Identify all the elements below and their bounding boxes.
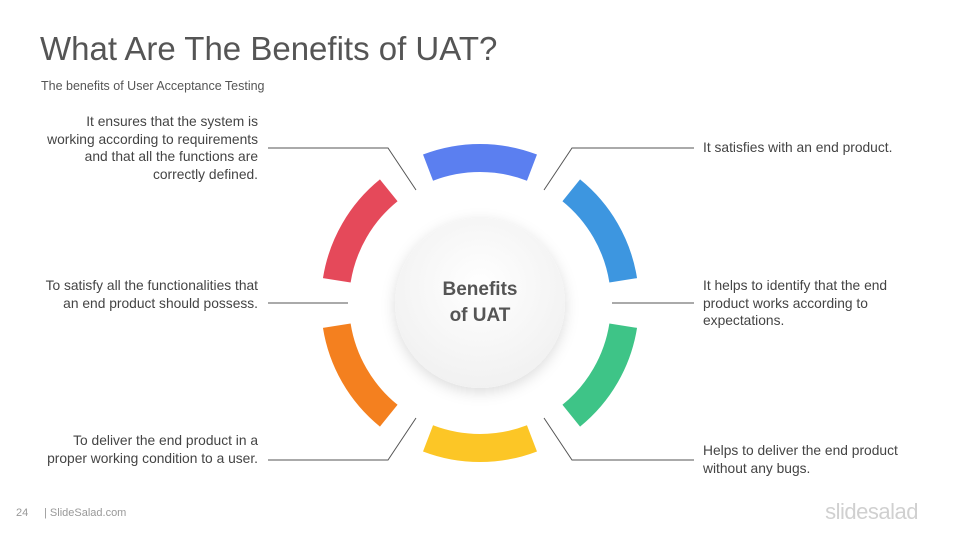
footer-brand: | SlideSalad.com (44, 507, 127, 519)
ring-segments (322, 143, 638, 463)
benefit-middle-left: To satisfy all the functionalities that … (45, 278, 258, 311)
benefit-bottom-left: To deliver the end product in a proper w… (47, 433, 258, 466)
benefit-top-right: It satisfies with an end product. (703, 140, 893, 155)
ring-segment-top-left (322, 179, 398, 283)
ring-segment-top-right (562, 179, 638, 283)
ring-segment-top (423, 143, 537, 181)
slidesalad-logo: slidesalad (825, 499, 918, 524)
center-label-line2: of UAT (449, 305, 511, 326)
center-label-line1: Benefits (442, 279, 518, 300)
ring-segment-bottom-right (562, 323, 638, 427)
benefit-middle-right: It helps to identify that the end produc… (703, 278, 888, 328)
center-label: Benefits of UAT (410, 277, 550, 329)
benefit-top-left: It ensures that the system is working ac… (47, 114, 258, 182)
connector-bottom-right (543, 417, 694, 461)
page-title: What Are The Benefits of UAT? (40, 30, 498, 67)
page-subtitle: The benefits of User Acceptance Testing (41, 79, 265, 93)
connector-top-left (268, 147, 417, 191)
ring-segment-bottom-left (322, 323, 398, 427)
connector-top-right (543, 147, 694, 191)
page-number: 24 (16, 507, 29, 519)
connector-bottom-left (268, 417, 417, 461)
center-circle (395, 218, 565, 388)
benefit-bottom-right: Helps to deliver the end product without… (703, 443, 898, 476)
ring-segment-bottom (423, 425, 537, 463)
